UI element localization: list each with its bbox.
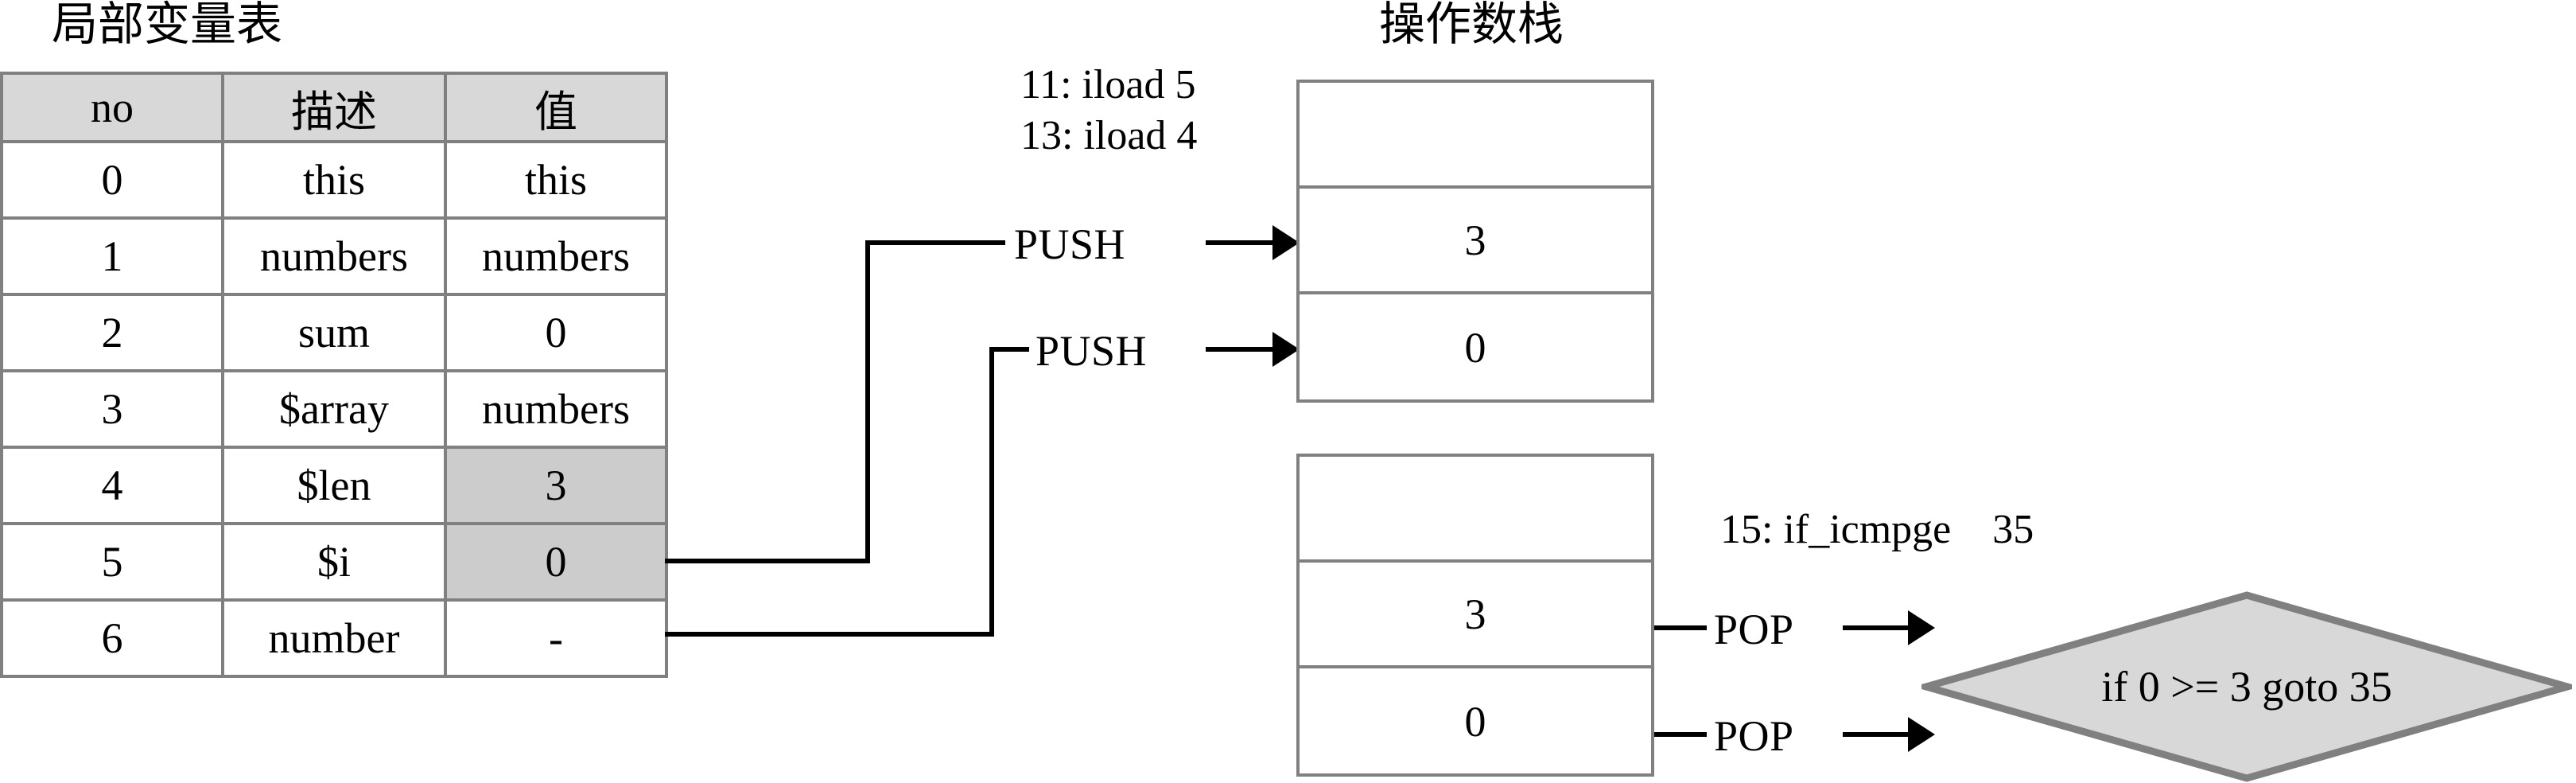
stack-cell-empty bbox=[1300, 83, 1651, 189]
row-desc: this bbox=[221, 140, 447, 220]
instruction-if-icmpge: 15: if_icmpge 35 bbox=[1720, 507, 2034, 552]
row-value: numbers bbox=[444, 216, 668, 296]
connector-len-horizontal-out bbox=[665, 559, 870, 563]
operand-stack-title: 操作数栈 bbox=[1378, 0, 1564, 50]
stack-cell-value: 0 bbox=[1464, 697, 1486, 746]
local-variable-table-title: 局部变量表 bbox=[51, 0, 282, 50]
push-label-bottom: PUSH bbox=[1035, 327, 1148, 375]
pop-label-bottom: POP bbox=[1714, 712, 1794, 760]
connector-len-vertical bbox=[865, 240, 870, 563]
push-label-top: PUSH bbox=[1014, 220, 1126, 268]
push-bottom-arrow-head-icon bbox=[1272, 332, 1300, 367]
push-top-arrow-shaft bbox=[1206, 240, 1276, 245]
row-value: - bbox=[444, 598, 668, 678]
table-row: 0 this this bbox=[0, 140, 668, 220]
pop-bottom-connector bbox=[1654, 732, 1707, 737]
instruction-iload-4: 13: iload 4 bbox=[1020, 113, 1198, 158]
decision-diamond: if 0 >= 3 goto 35 bbox=[1921, 590, 2572, 783]
pop-top-connector bbox=[1654, 625, 1707, 630]
table-row: 5 $i 0 bbox=[0, 522, 668, 602]
connector-i-vertical bbox=[989, 347, 994, 637]
table-row: 3 $array numbers bbox=[0, 369, 668, 449]
push-top-arrow-head-icon bbox=[1272, 225, 1300, 260]
row-desc: numbers bbox=[221, 216, 447, 296]
row-desc: sum bbox=[221, 293, 447, 372]
table-row: 1 numbers numbers bbox=[0, 216, 668, 296]
row-no: 1 bbox=[0, 216, 224, 296]
table-row: 6 number - bbox=[0, 598, 668, 678]
row-value: this bbox=[444, 140, 668, 220]
pop-label-top: POP bbox=[1714, 606, 1794, 653]
push-bottom-arrow-shaft bbox=[1206, 347, 1276, 352]
row-no: 0 bbox=[0, 140, 224, 220]
row-desc: $i bbox=[221, 522, 447, 602]
pop-top-arrow-shaft bbox=[1843, 625, 1911, 630]
instruction-iload-5: 11: iload 5 bbox=[1020, 62, 1196, 107]
row-no: 4 bbox=[0, 446, 224, 525]
stack-cell-value: 0 bbox=[1464, 323, 1486, 372]
table-header-row: no 描述 值 bbox=[0, 72, 668, 143]
connector-len-horizontal-in bbox=[865, 240, 1005, 245]
row-value: numbers bbox=[444, 369, 668, 449]
pop-bottom-arrow-head-icon bbox=[1908, 717, 1935, 752]
stack-cell-value: 3 bbox=[1300, 563, 1651, 668]
pop-top-arrow-head-icon bbox=[1908, 610, 1935, 645]
stack-cell-value: 3 bbox=[1300, 189, 1651, 294]
connector-i-horizontal-in bbox=[989, 347, 1029, 352]
row-no: 3 bbox=[0, 369, 224, 449]
operand-stack-top: 3 0 bbox=[1296, 80, 1654, 403]
operand-stack-bottom: 3 0 bbox=[1296, 454, 1654, 777]
connector-i-horizontal-out bbox=[665, 632, 994, 637]
diamond-shape-icon bbox=[1921, 591, 2572, 782]
row-no: 6 bbox=[0, 598, 224, 678]
row-value: 0 bbox=[444, 293, 668, 372]
row-desc: $len bbox=[221, 446, 447, 525]
column-header-value: 值 bbox=[444, 72, 668, 143]
column-header-desc: 描述 bbox=[221, 72, 447, 143]
column-header-no: no bbox=[0, 72, 224, 143]
stack-cell-empty bbox=[1300, 457, 1651, 563]
row-desc: $array bbox=[221, 369, 447, 449]
row-desc: number bbox=[221, 598, 447, 678]
row-value-highlighted: 0 bbox=[444, 522, 668, 602]
row-no: 2 bbox=[0, 293, 224, 372]
local-variable-table: no 描述 值 0 this this 1 numbers numbers 2 … bbox=[0, 72, 668, 678]
row-no: 5 bbox=[0, 522, 224, 602]
row-value-highlighted: 3 bbox=[444, 446, 668, 525]
pop-bottom-arrow-shaft bbox=[1843, 732, 1911, 737]
table-row: 2 sum 0 bbox=[0, 293, 668, 372]
decision-condition-text: if 0 >= 3 goto 35 bbox=[2101, 663, 2392, 711]
table-row: 4 $len 3 bbox=[0, 446, 668, 525]
